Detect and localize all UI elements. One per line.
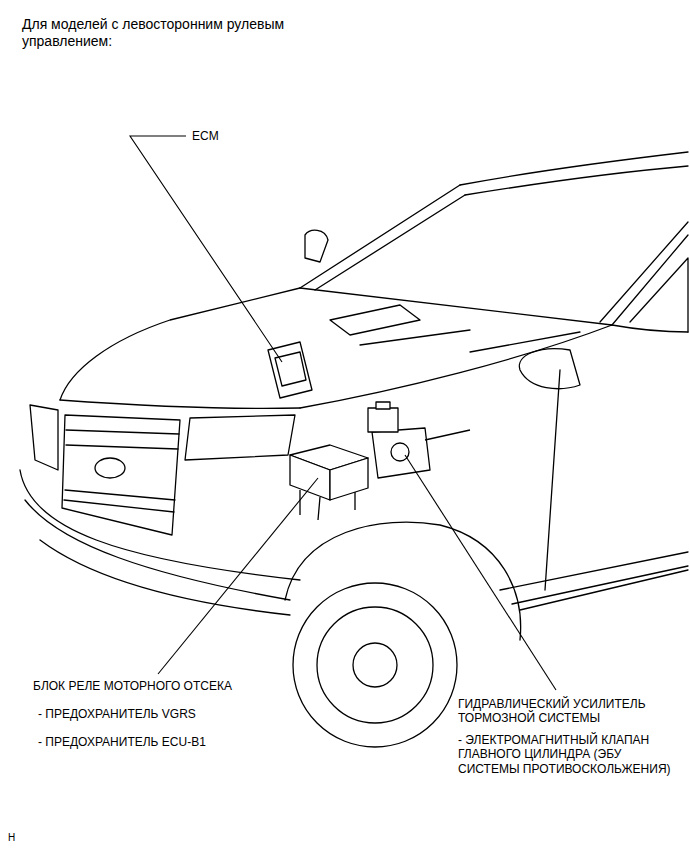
components (268, 342, 470, 520)
part-name: ГИДРАВЛИЧЕСКИЙ УСИЛИТЕЛЬ ТОРМОЗНОЙ СИСТЕ… (458, 697, 683, 726)
leader-line (130, 136, 282, 362)
relay-block (330, 458, 368, 500)
part-name: ECM (192, 129, 312, 143)
fuse-name: - ПРЕДОХРАНИТЕЛЬ ECU-B1 (38, 735, 288, 749)
figure-code: H (8, 832, 38, 844)
brake-actuator (372, 428, 430, 478)
ecm-unit-detail (275, 352, 306, 386)
part-note: - ЭЛЕКТРОМАГНИТНЫЙ КЛАПАН ГЛАВНОГО ЦИЛИН… (458, 733, 683, 776)
relay-block (290, 455, 330, 500)
fuse-name: - ПРЕДОХРАНИТЕЛЬ VGRS (38, 707, 288, 721)
page-title: Для моделей с левосторонним рулевым упра… (22, 16, 322, 50)
reservoir-cap (376, 402, 390, 409)
leader-line (158, 478, 318, 674)
leader-line (405, 455, 556, 690)
solenoid (391, 443, 409, 461)
brake-reservoir (368, 408, 398, 432)
part-name: БЛОК РЕЛЕ МОТОРНОГО ОТСЕКА (33, 679, 293, 693)
push-rod (425, 430, 470, 440)
leader-lines (130, 136, 556, 690)
vehicle-body (20, 152, 688, 747)
relay-block-bracket (300, 490, 355, 520)
